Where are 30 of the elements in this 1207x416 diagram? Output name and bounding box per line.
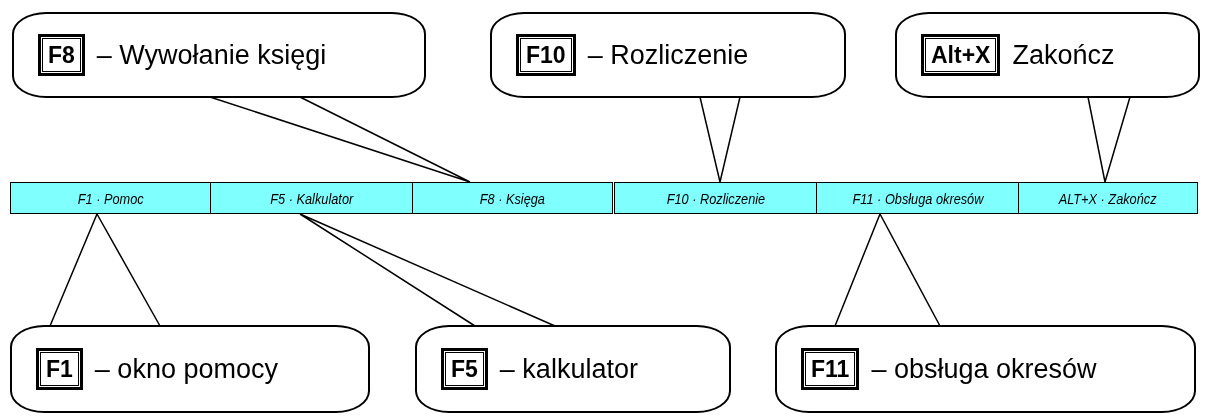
key-description: – okno pomocy [94,353,278,385]
callout-pointer [699,96,741,183]
key-label: F5 [441,348,488,390]
callout-pointer [1087,96,1131,183]
menu-bar-item: F10 · Rozliczenie [614,182,817,214]
key-label: F10 [516,34,576,76]
callout-pointer [49,213,161,327]
callout-bubble [490,12,846,98]
key-label: Alt+X [921,34,1001,76]
key-label: F11 [801,348,860,390]
key-label: F8 [38,34,85,76]
key-description: – kalkulator [499,353,638,385]
key-description: – Wywołanie księgi [96,39,327,71]
key-description: – Rozliczenie [587,39,749,71]
key-description: Zakończ [1012,39,1115,71]
callout-pointer [209,96,471,183]
callout-bubble [895,12,1200,98]
callout-bubble [12,12,426,98]
callout-bubble [415,325,731,413]
menu-bar-item: F5 · Kalkulator [210,182,413,214]
callout-bubble [10,325,370,413]
callout-pointer [299,213,556,327]
menu-bar-item: ALT+X · Zakończ [1018,182,1198,214]
menu-bar-item: F11 · Obsługa okresów [816,182,1019,214]
menu-bar-item: F8 · Księga [412,182,613,214]
key-description: – obsługa okresów [871,353,1097,385]
key-label: F1 [36,348,83,390]
callout-bubble [775,325,1196,413]
callout-pointer [834,213,941,327]
menu-bar-item: F1 · Pomoc [10,182,211,214]
